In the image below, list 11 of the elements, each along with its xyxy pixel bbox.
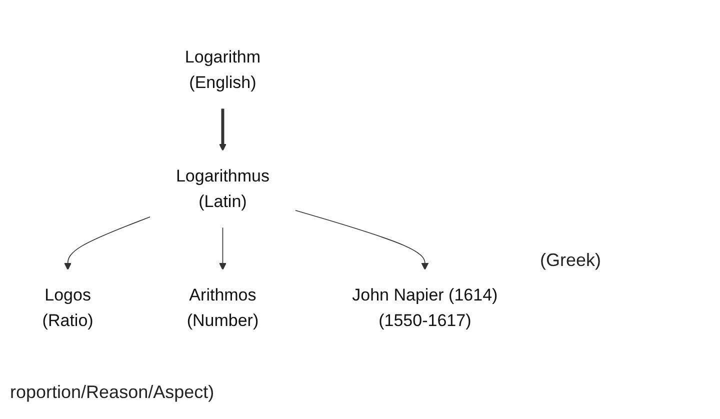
node-text: Arithmos (Number) [186,286,259,330]
node-text: John Napier (1614) (1550-1617) [352,286,498,330]
arrow [64,216,151,270]
arrow [219,108,226,152]
note-text: roportion/Reason/Aspect) [10,382,214,403]
node-text: Logos (Ratio) [42,286,94,330]
node-text: Logarithmus (Latin) [176,166,270,212]
node-text: Logarithm (English) [184,48,261,92]
arrow [294,210,429,270]
note-text: (Greek) [540,250,602,271]
arrow [219,226,226,270]
